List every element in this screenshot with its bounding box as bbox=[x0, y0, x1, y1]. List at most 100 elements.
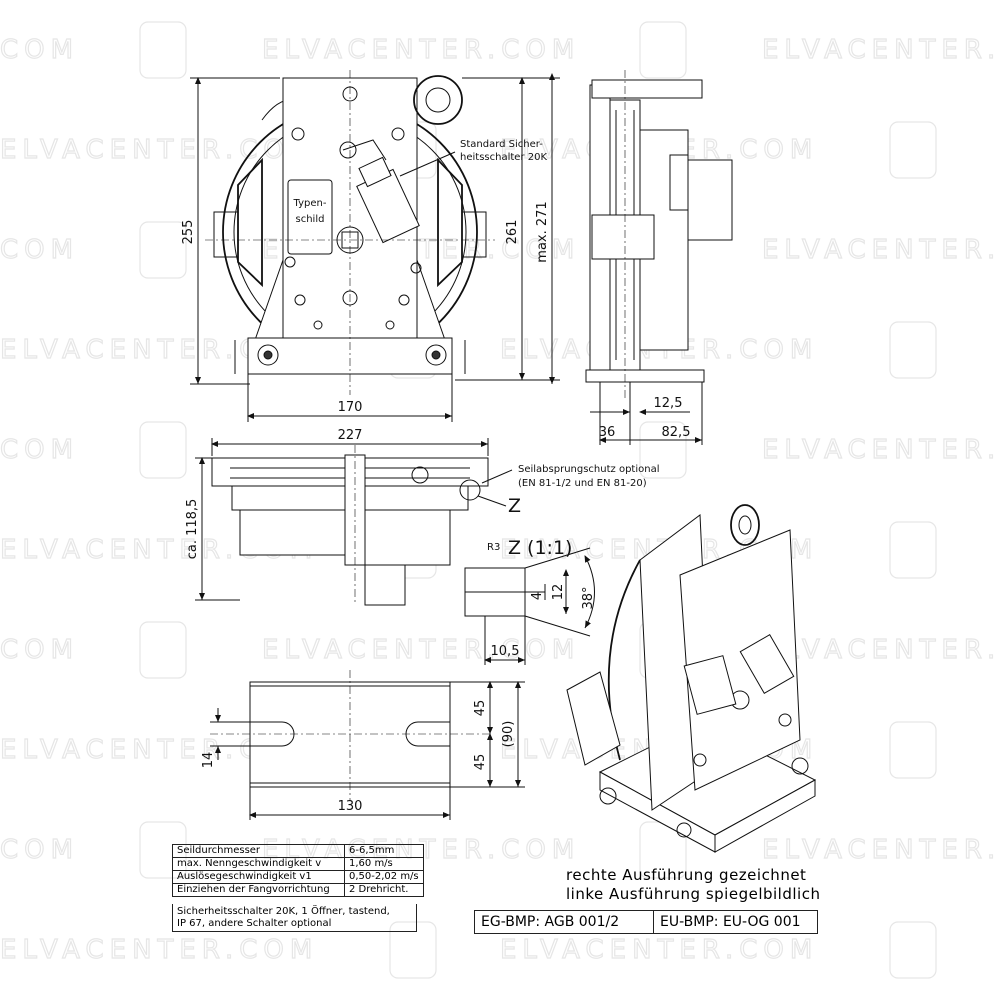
dim-227: 227 bbox=[338, 428, 363, 443]
table-row: max. Nenngeschwindigkeit v 1,60 m/s bbox=[172, 857, 424, 871]
watermark-row-3: COM ELVACENTER.COM ELVACENTER.COM bbox=[0, 234, 1000, 265]
iso-mounting-plate bbox=[679, 529, 801, 791]
spec-note-line1: Sicherheitsschalter 20K, 1 Öffner, taste… bbox=[177, 906, 390, 917]
svg-text:COM: COM bbox=[0, 435, 79, 465]
side-top-bar bbox=[591, 79, 703, 99]
watermark-layer: COM ELVACENTER.COM ELVACENTER.COM ELVACE… bbox=[0, 21, 1000, 979]
dim-36: 36 bbox=[599, 425, 616, 440]
svg-text:ELVACENTER.COM: ELVACENTER.COM bbox=[262, 635, 580, 665]
spec-label: Auslösegeschwindigkeit v1 bbox=[172, 870, 345, 884]
approval-box: EG-BMP: AGB 001/2 EU-BMP: EU-OG 001 bbox=[474, 910, 818, 934]
detail-dim-4: 4 bbox=[530, 592, 545, 600]
watermark-row-1: COM ELVACENTER.COM ELVACENTER.COM bbox=[0, 34, 1000, 65]
svg-text:COM: COM bbox=[0, 635, 79, 665]
side-shaft-hub bbox=[591, 214, 655, 260]
safety-switch-head bbox=[358, 156, 392, 188]
spec-value: 1,60 m/s bbox=[344, 857, 424, 871]
top-governor-body-left bbox=[239, 509, 351, 556]
base-bolt-hole-left bbox=[257, 344, 279, 366]
svg-text:ELVACENTER.COM: ELVACENTER.COM bbox=[762, 435, 1000, 465]
svg-text:ELVACENTER.COM: ELVACENTER.COM bbox=[762, 235, 1000, 265]
spec-label: max. Nenngeschwindigkeit v bbox=[172, 857, 345, 871]
svg-text:ELVACENTER.COM: ELVACENTER.COM bbox=[262, 35, 580, 65]
dim-12-5: 12,5 bbox=[654, 396, 683, 411]
switch-callout-leader bbox=[399, 151, 456, 177]
type-plate bbox=[287, 179, 333, 255]
rope-guard-callout-line1: Seilabsprungschutz optional bbox=[518, 464, 659, 475]
detail-dim-radius: R3 bbox=[487, 542, 500, 553]
base-slot-right bbox=[405, 721, 451, 747]
top-governor-body-right bbox=[349, 509, 451, 566]
watermark-row-7: COM ELVACENTER.COM ELVACENTER.COM bbox=[0, 634, 1000, 665]
watermark-row-10: ELVACENTER.COM ELVACENTER.COM bbox=[0, 934, 818, 965]
side-view: 12,5 36 82,5 bbox=[585, 70, 733, 445]
dim-170: 170 bbox=[338, 400, 363, 415]
rope-guard-leader bbox=[481, 469, 513, 484]
detail-groove-lower bbox=[464, 591, 526, 617]
rope-guard-callout-line2: (EN 81-1/2 und EN 81-20) bbox=[518, 478, 647, 489]
detail-z: Z (1:1) R3 4 12 38° 10,5 bbox=[464, 537, 596, 665]
dim-max271: max. 271 bbox=[535, 201, 550, 262]
right-plate-gusset bbox=[416, 259, 446, 341]
type-plate-label-line2: schild bbox=[296, 214, 325, 225]
spec-label: Einziehen der Fangvorrichtung bbox=[172, 883, 345, 897]
right-hub-stub bbox=[461, 211, 487, 258]
base-dim-14: 14 bbox=[201, 752, 216, 769]
switch-callout-line1: Standard Sicher- bbox=[460, 139, 543, 150]
dim-118-5: ca. 118,5 bbox=[185, 499, 200, 560]
right-flyweight-housing bbox=[437, 157, 463, 288]
detail-z-circle bbox=[459, 479, 481, 501]
svg-text:COM: COM bbox=[0, 835, 79, 865]
execution-note-right: rechte Ausführung gezeichnet bbox=[566, 866, 807, 884]
switch-callout-line2: heitsschalter 20K bbox=[460, 152, 547, 163]
eu-bmp-label: EU-BMP: EU-OG 001 bbox=[660, 914, 801, 930]
left-hub-stub bbox=[213, 211, 239, 258]
svg-text:COM: COM bbox=[0, 235, 79, 265]
tension-roller bbox=[413, 75, 463, 125]
iso-side-block bbox=[566, 671, 621, 766]
specification-table: Seildurchmesser 6-6,5mm max. Nenngeschwi… bbox=[172, 844, 424, 897]
execution-note-left: linke Ausführung spiegelbildlich bbox=[566, 885, 821, 903]
table-row: Einziehen der Fangvorrichtung 2 Drehrich… bbox=[172, 883, 424, 897]
dim-255: 255 bbox=[181, 220, 196, 245]
watermark-row-5: COM ELVACENTER.COM bbox=[0, 434, 1000, 465]
left-plate-gusset bbox=[254, 259, 284, 341]
detail-dim-10-5: 10,5 bbox=[491, 644, 520, 659]
side-switch-housing bbox=[687, 159, 733, 241]
spec-value: 2 Drehricht. bbox=[344, 883, 424, 897]
base-dim-45-top: 45 bbox=[473, 700, 488, 717]
spec-note: Sicherheitsschalter 20K, 1 Öffner, taste… bbox=[172, 904, 417, 932]
type-plate-label-line1: Typen- bbox=[293, 198, 327, 209]
front-view: Typen- schild Standard Sicher- heitsscha… bbox=[181, 70, 560, 422]
base-dim-45-bottom: 45 bbox=[473, 754, 488, 771]
isometric-view bbox=[566, 504, 817, 853]
detail-dim-12: 12 bbox=[551, 584, 566, 601]
spec-value: 6-6,5mm bbox=[344, 844, 424, 858]
iso-type-plate bbox=[683, 655, 737, 715]
top-switch-block bbox=[364, 564, 406, 606]
svg-text:ELVACENTER.COM: ELVACENTER.COM bbox=[762, 35, 1000, 65]
top-view: Z Seilabsprungschutz optional (EN 81-1/2… bbox=[185, 428, 659, 606]
svg-text:ELVACENTER.COM: ELVACENTER.COM bbox=[0, 935, 318, 965]
watermark-row-9: COM ELVACENTER.COM ELVACENTER.COM bbox=[0, 834, 1000, 865]
base-dim-130: 130 bbox=[338, 799, 363, 814]
table-row: Seildurchmesser 6-6,5mm bbox=[172, 844, 424, 858]
svg-text:ELVACENTER.COM: ELVACENTER.COM bbox=[500, 935, 818, 965]
base-slot-left bbox=[249, 721, 295, 747]
detail-z-mark: Z bbox=[508, 495, 521, 517]
base-plate-view: 45 45 (90) 14 130 bbox=[201, 670, 525, 820]
svg-text:COM: COM bbox=[0, 35, 79, 65]
dim-261: 261 bbox=[505, 220, 520, 245]
eg-bmp-label: EG-BMP: AGB 001/2 bbox=[475, 911, 654, 933]
trip-lever bbox=[342, 139, 387, 161]
svg-text:ELVACENTER.COM: ELVACENTER.COM bbox=[762, 635, 1000, 665]
left-flyweight-housing bbox=[237, 157, 263, 288]
spec-label: Seildurchmesser bbox=[172, 844, 345, 858]
detail-groove-upper bbox=[464, 567, 526, 593]
spec-note-line2: IP 67, andere Schalter optional bbox=[177, 918, 332, 929]
base-dim-90: (90) bbox=[501, 721, 516, 748]
side-base-plate bbox=[585, 369, 705, 383]
spec-value: 0,50-2,02 m/s bbox=[344, 870, 424, 884]
svg-text:ELVACENTER.COM: ELVACENTER.COM bbox=[0, 135, 318, 165]
